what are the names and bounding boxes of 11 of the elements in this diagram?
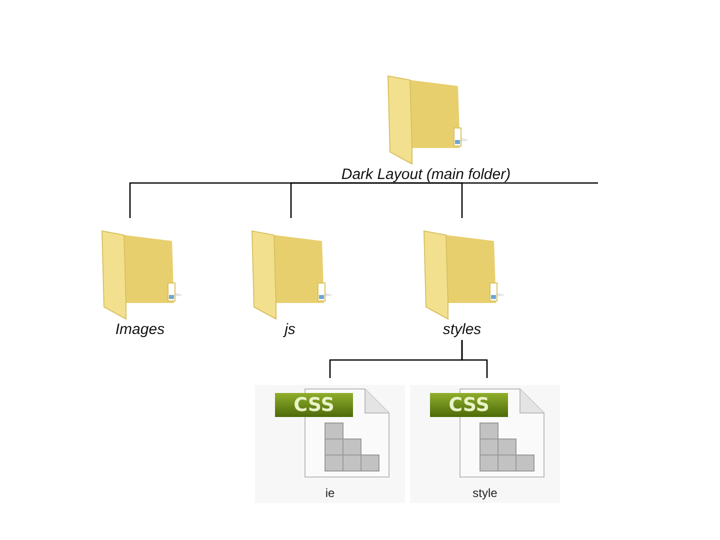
connector-line xyxy=(461,340,488,378)
file-type-badge: CSS xyxy=(275,393,353,417)
folder-name: Dark Layout (main folder) xyxy=(341,166,511,183)
connector-line xyxy=(426,182,598,184)
folder-name: js xyxy=(284,321,296,338)
connector-line xyxy=(290,182,426,218)
file-type-badge: CSS xyxy=(430,393,508,417)
folder-name: Images xyxy=(115,321,165,338)
file-name: style xyxy=(472,486,498,500)
file-name: ie xyxy=(325,486,335,500)
folder-name: styles xyxy=(442,321,482,338)
